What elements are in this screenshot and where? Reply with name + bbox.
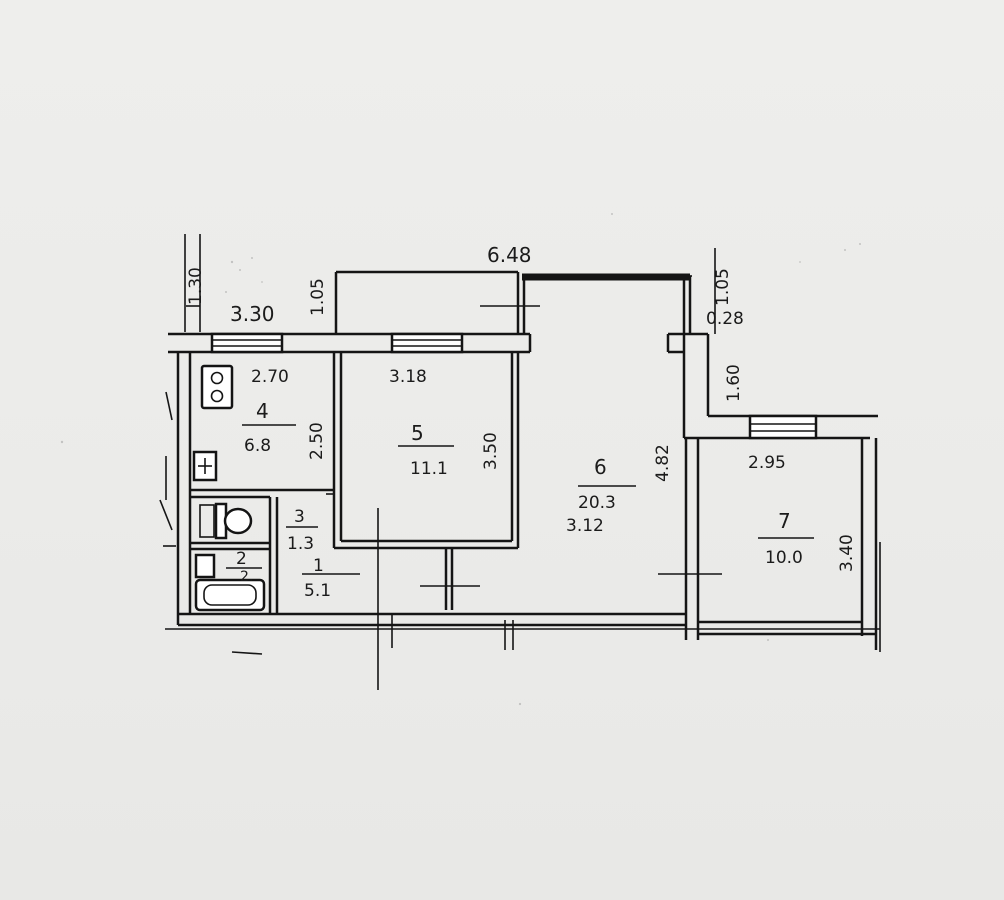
dimension-3-50: 3.50 xyxy=(481,432,501,470)
dimension-3-40: 3.40 xyxy=(837,534,857,572)
dimension-1-05-right: 1.05 xyxy=(713,268,733,306)
room-2: 2 2. xyxy=(226,549,262,585)
window-room-7 xyxy=(748,414,818,440)
room-6: 6 20.3 xyxy=(578,455,636,513)
balcony xyxy=(334,270,692,334)
room-3: 3 1.3 xyxy=(286,507,318,554)
room-area: 10.0 xyxy=(765,548,803,568)
room-number: 5 xyxy=(411,421,424,445)
room-area: 1.3 xyxy=(287,534,314,554)
stove xyxy=(200,364,234,410)
dimension-2-50: 2.50 xyxy=(307,422,327,460)
dimension-0-28: 0.28 xyxy=(706,309,744,329)
room-number: 4 xyxy=(256,399,269,423)
dimension-2-70: 2.70 xyxy=(251,367,289,387)
room-area: 2. xyxy=(240,569,253,585)
room-area: 5.1 xyxy=(304,581,331,601)
kitchen-sink xyxy=(192,450,218,482)
dimension-3-18: 3.18 xyxy=(389,367,427,387)
dimension-4-82: 4.82 xyxy=(653,444,673,482)
room-number: 2 xyxy=(236,549,247,569)
dimension-3-12: 3.12 xyxy=(566,516,604,536)
room-4: 4 6.8 xyxy=(242,399,296,456)
bathtub xyxy=(194,578,266,612)
toilet xyxy=(199,502,253,540)
bath-sink xyxy=(194,553,216,579)
room-7: 7 10.0 xyxy=(758,509,814,568)
overall-dimension: 6.48 xyxy=(487,243,532,267)
dimension-3-30: 3.30 xyxy=(230,302,275,326)
room-number: 7 xyxy=(778,509,791,533)
interior-walls xyxy=(190,352,700,640)
paper-speckles xyxy=(60,213,861,706)
room-number: 1 xyxy=(313,556,324,576)
room-1: 1 5.1 xyxy=(304,556,331,601)
window-kitchen xyxy=(210,332,284,354)
dimension-1-60: 1.60 xyxy=(724,364,744,402)
room-number: 6 xyxy=(594,455,607,479)
dimension-1-30: 1.30 xyxy=(186,267,206,305)
dimension-1-05-left: 1.05 xyxy=(308,278,328,316)
room-area: 20.3 xyxy=(578,493,616,513)
dimension-2-95: 2.95 xyxy=(748,453,786,473)
room-5: 5 11.1 xyxy=(398,421,454,479)
room-area: 6.8 xyxy=(244,436,271,456)
room-area: 11.1 xyxy=(410,459,448,479)
window-room-5 xyxy=(390,332,464,354)
exterior-walls xyxy=(159,332,878,650)
room-number: 3 xyxy=(294,507,305,527)
